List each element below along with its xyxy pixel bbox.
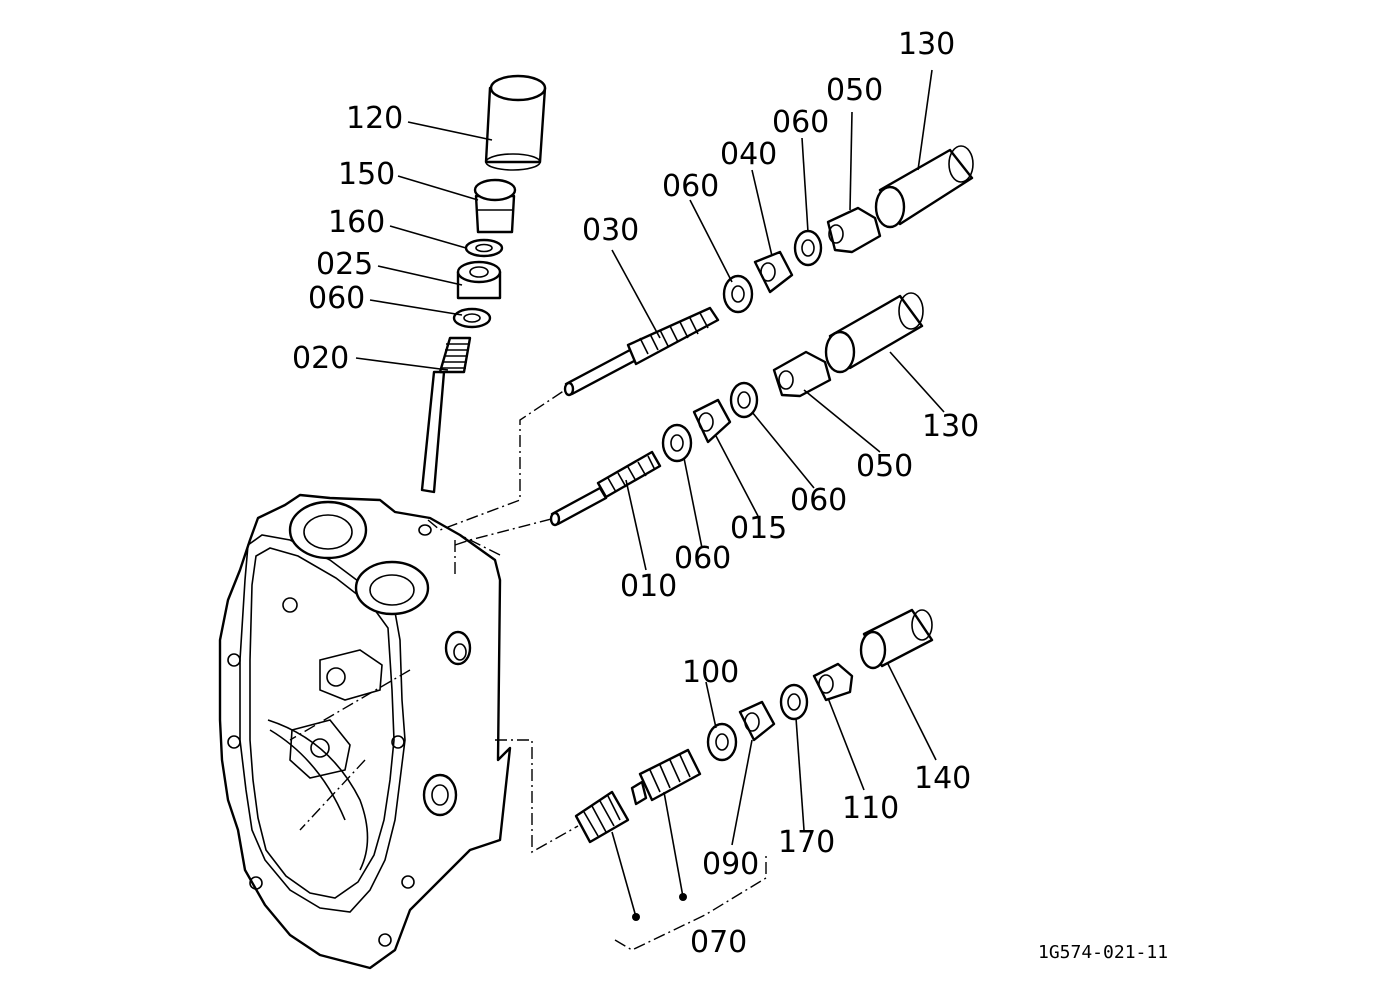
label-060-upper-left: 060 xyxy=(662,169,719,204)
label-140: 140 xyxy=(914,761,971,796)
label-090: 090 xyxy=(702,847,759,882)
upper-row-parts xyxy=(563,145,974,397)
part-labels: 120 150 160 025 060 020 030 060 040 060 … xyxy=(292,27,1168,963)
label-170: 170 xyxy=(778,825,835,860)
label-050-upper: 050 xyxy=(826,73,883,108)
label-160: 160 xyxy=(328,205,385,240)
label-120: 120 xyxy=(346,101,403,136)
label-130-middle: 130 xyxy=(922,409,979,444)
label-060-vertical: 060 xyxy=(308,281,365,316)
vertical-stack-parts xyxy=(420,74,547,494)
label-050-middle: 050 xyxy=(856,449,913,484)
label-100: 100 xyxy=(682,655,739,690)
label-015: 015 xyxy=(730,511,787,546)
label-130-upper: 130 xyxy=(898,27,955,62)
drawing-code: 1G574-021-11 xyxy=(1038,942,1168,963)
label-025: 025 xyxy=(316,247,373,282)
leader-lines xyxy=(355,69,945,918)
valve-housing xyxy=(218,493,512,970)
middle-row-parts xyxy=(549,292,924,527)
center-lines xyxy=(289,389,767,951)
label-070: 070 xyxy=(690,925,747,960)
label-030: 030 xyxy=(582,213,639,248)
label-150: 150 xyxy=(338,157,395,192)
label-010: 010 xyxy=(620,569,677,604)
label-060-middle-left: 060 xyxy=(674,541,731,576)
label-040: 040 xyxy=(720,137,777,172)
label-020: 020 xyxy=(292,341,349,376)
label-060-upper-right: 060 xyxy=(772,105,829,140)
lower-row-parts xyxy=(574,608,934,921)
label-110: 110 xyxy=(842,791,899,826)
label-060-middle-right: 060 xyxy=(790,483,847,518)
